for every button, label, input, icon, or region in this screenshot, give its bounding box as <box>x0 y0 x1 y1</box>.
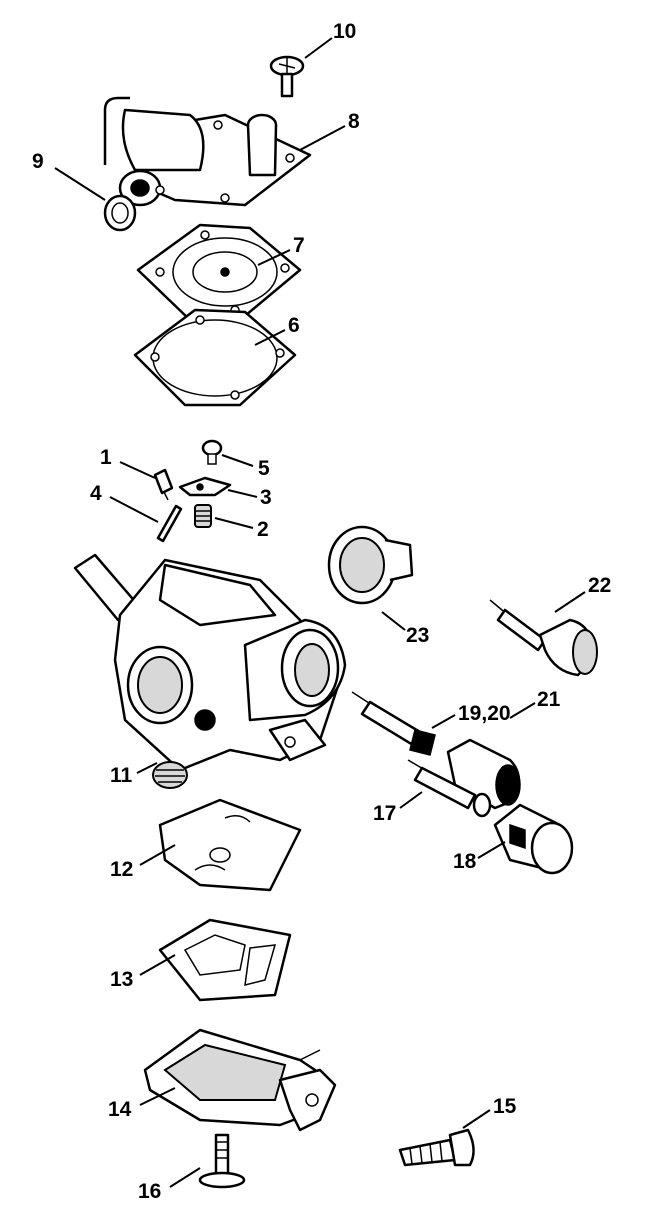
callout-11: 11 <box>110 764 133 787</box>
part-11-strainer <box>152 761 188 789</box>
part-12-pump-diaphragm <box>158 798 302 892</box>
part-17-adjusting-screw <box>407 759 492 818</box>
part-19-20-adjusting-screw <box>351 691 436 756</box>
callout-14: 14 <box>108 1098 132 1121</box>
part-3-control-lever <box>178 476 232 497</box>
part-2-spring <box>194 504 212 528</box>
callout-16: 16 <box>138 1180 161 1203</box>
part-21-cap <box>446 738 521 810</box>
part-14-end-cover <box>143 1028 337 1132</box>
part-4-pin <box>156 504 183 543</box>
part-1-inlet-needle <box>153 468 174 501</box>
callout-10: 10 <box>333 20 356 43</box>
part-16-screw <box>198 1133 246 1189</box>
callout-2: 2 <box>257 518 269 541</box>
callout-13: 13 <box>110 968 133 991</box>
callout-19-20: 19,20 <box>458 702 511 725</box>
part-22-adjusting-screw <box>489 599 598 677</box>
callout-4: 4 <box>90 482 102 505</box>
callout-22: 22 <box>588 574 611 597</box>
part-10-screw <box>269 55 305 98</box>
callout-1: 1 <box>100 446 112 469</box>
callout-8: 8 <box>348 110 360 133</box>
callout-7: 7 <box>293 234 305 257</box>
callout-3: 3 <box>260 486 272 509</box>
part-7-diaphragm <box>136 223 302 322</box>
part-9-o-ring <box>103 194 137 232</box>
part-15-screw <box>398 1128 475 1167</box>
callout-6: 6 <box>288 314 300 337</box>
part-8-pump-cover <box>103 96 312 207</box>
part-6-gasket <box>133 308 297 407</box>
part-23-limiter-cap <box>327 525 414 605</box>
part-18-limiter-cap <box>493 803 574 875</box>
callout-17: 17 <box>373 802 396 825</box>
callout-21: 21 <box>537 688 561 711</box>
callout-9: 9 <box>32 150 44 173</box>
leader-lines <box>54 37 586 1188</box>
callout-18: 18 <box>453 850 477 873</box>
callout-12: 12 <box>110 858 133 881</box>
part-5-screw <box>201 439 223 465</box>
part-carburetor-body <box>73 553 347 772</box>
callout-23: 23 <box>406 624 429 647</box>
callout-15: 15 <box>493 1095 517 1118</box>
callout-5: 5 <box>258 457 270 480</box>
part-13-gasket <box>158 918 292 1002</box>
